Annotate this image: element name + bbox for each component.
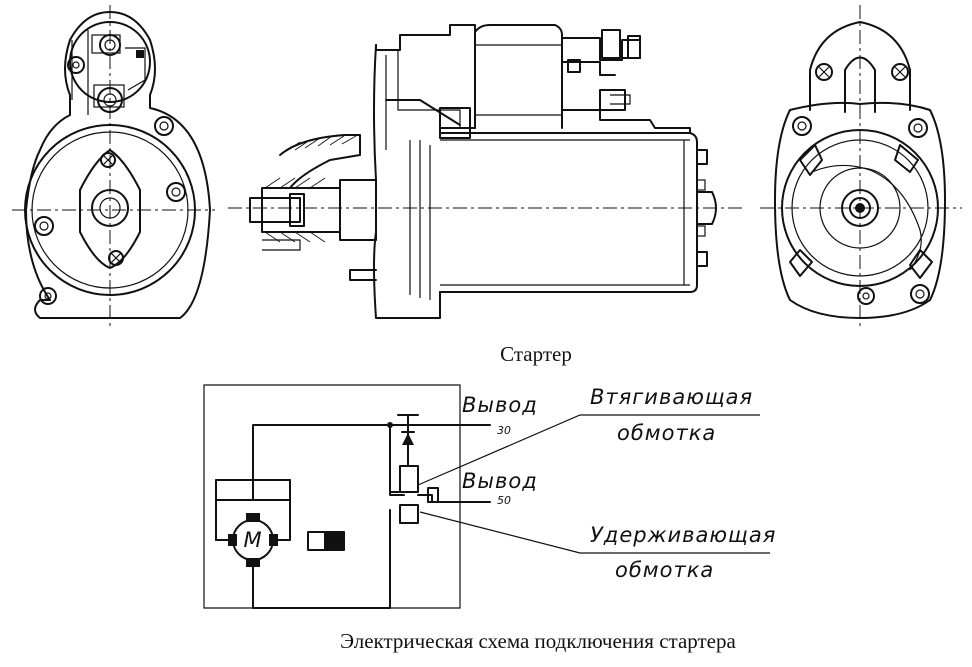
schematic-caption: Электрическая схема подключения стартера	[340, 629, 736, 653]
starter-caption: Стартер	[500, 342, 572, 366]
starter-rear-view	[12, 5, 215, 330]
terminal-50-label: Вывод	[462, 469, 538, 493]
starter-side-view	[228, 24, 742, 319]
terminal-50-number: 50	[497, 494, 511, 507]
starter-front-view	[760, 5, 962, 330]
pull-in-winding-label-line2: обмотка	[617, 421, 716, 445]
starter-wiring-schematic: M Вывод 30 Вывод 50 Втягивающая обмотка …	[203, 384, 776, 609]
hold-in-winding-label-line2: обмотка	[615, 558, 714, 582]
pull-in-winding-label-line1: Втягивающая	[590, 385, 753, 409]
hold-in-winding-label-line1: Удерживающая	[590, 523, 776, 547]
terminal-30-number: 30	[497, 424, 511, 437]
motor-symbol: M	[243, 528, 262, 552]
terminal-30-label: Вывод	[462, 393, 538, 417]
